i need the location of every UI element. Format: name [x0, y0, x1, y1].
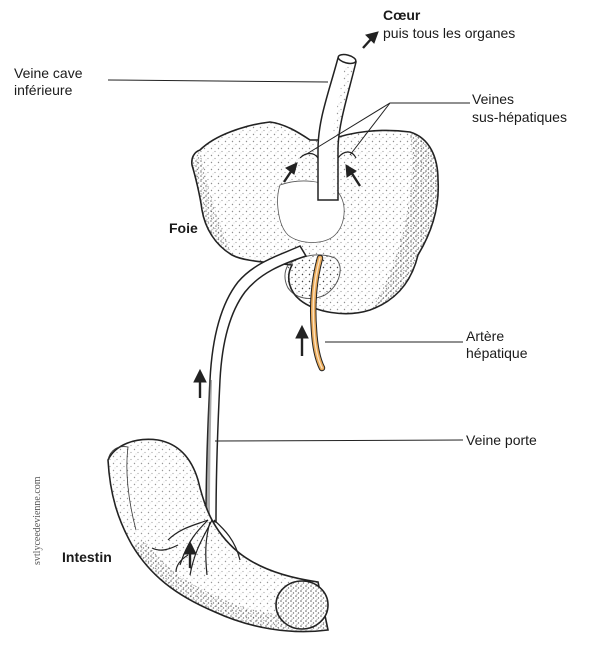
label-coeur: Cœur — [383, 7, 421, 23]
watermark: svtlyceedevienne.com — [32, 476, 43, 565]
label-intestin: Intestin — [62, 549, 112, 565]
intestine — [108, 439, 328, 631]
label-veine-cave-1: Veine cave — [14, 65, 83, 81]
arrow-artery — [296, 326, 308, 356]
label-foie: Foie — [169, 220, 198, 236]
arrow-portal — [194, 370, 206, 398]
label-veine-cave-2: inférieure — [14, 82, 73, 98]
label-artere-1: Artère — [466, 328, 504, 344]
label-coeur-sub: puis tous les organes — [383, 25, 515, 41]
label-veines-hep-1: Veines — [472, 91, 514, 107]
label-veines-hep-2: sus-hépatiques — [472, 109, 567, 125]
arrow-to-heart — [363, 32, 378, 48]
label-artere-2: hépatique — [466, 345, 528, 361]
label-veine-porte: Veine porte — [466, 432, 537, 448]
